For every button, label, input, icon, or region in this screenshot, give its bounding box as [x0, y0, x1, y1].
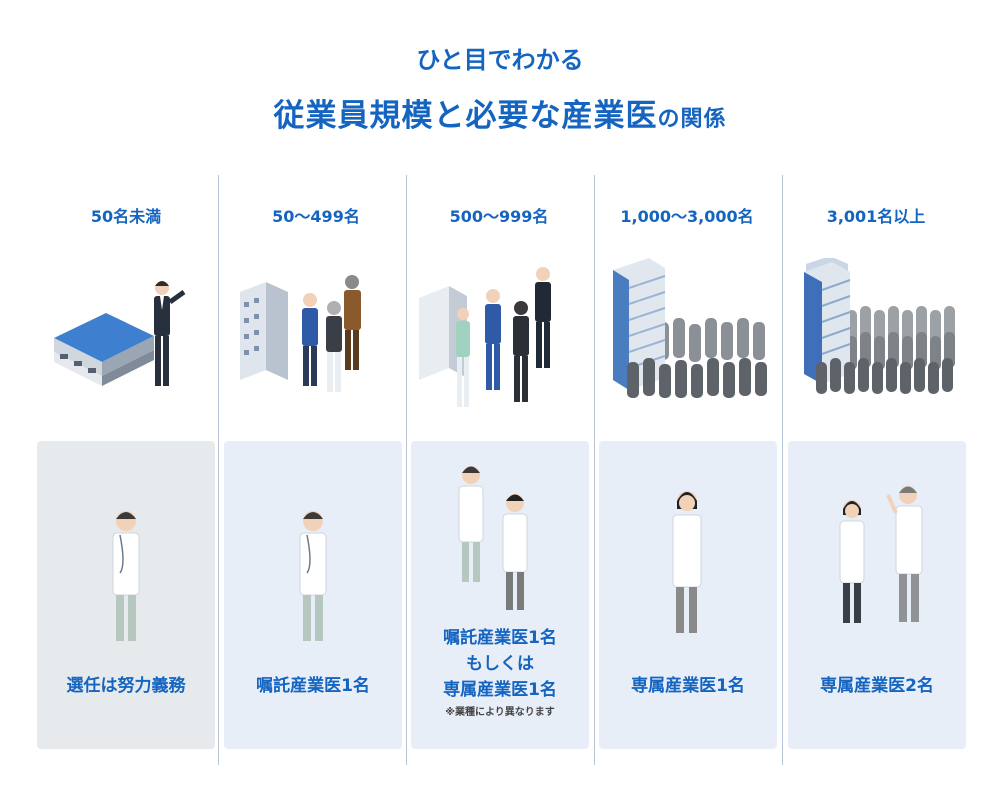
- column-divider: [594, 175, 595, 765]
- result-text-line2: もしくは: [466, 654, 534, 674]
- result-text: 嘱託産業医1名: [256, 676, 370, 696]
- column-header: 50〜499名: [272, 207, 360, 226]
- page-title-suffix: の関係: [657, 107, 727, 132]
- result-card: 専属産業医1名: [599, 441, 777, 749]
- result-card: 嘱託産業医1名 もしくは 専属産業医1名 ※業種により異なります: [411, 441, 589, 749]
- result-text-line1: 嘱託産業医1名: [443, 628, 557, 648]
- small-office-illustration: [36, 258, 216, 418]
- result-text: 専属産業医2名: [820, 676, 934, 696]
- tower-crowd-illustration: [597, 258, 777, 418]
- result-text: 専属産業医1名: [631, 676, 745, 696]
- result-text: 選任は努力義務: [66, 676, 186, 696]
- result-card: 嘱託産業医1名: [224, 441, 402, 749]
- column-header: 1,000〜3,000名: [620, 207, 754, 226]
- female-doctor-illustration: [599, 461, 777, 641]
- page-title-main: 従業員規模と必要な産業医: [273, 98, 658, 134]
- result-card: 専属産業医2名: [788, 441, 966, 749]
- column-divider: [218, 175, 219, 765]
- skyscraper-crowd-illustration: [786, 256, 966, 418]
- male-doctor-illustration: [224, 461, 402, 643]
- result-card: 選任は努力義務: [37, 441, 215, 749]
- two-doctors-illustration: [411, 451, 589, 631]
- column-header: 3,001名以上: [826, 207, 926, 226]
- column-header: 500〜999名: [449, 207, 549, 226]
- column-divider: [782, 175, 783, 765]
- industry-note: ※業種により異なります: [445, 707, 555, 718]
- office-building-team-illustration: [409, 258, 589, 418]
- column-header: 50名未満: [90, 207, 162, 226]
- two-doctors-illustration: [788, 461, 966, 641]
- male-doctor-illustration: [37, 461, 215, 643]
- office-building-group-illustration: [226, 258, 406, 418]
- page-title: 従業員規模と必要な産業医の関係: [0, 90, 1000, 135]
- result-text-line3: 専属産業医1名: [443, 680, 557, 700]
- page-title-line1: ひと目でわかる: [416, 46, 584, 74]
- column-divider: [406, 175, 407, 765]
